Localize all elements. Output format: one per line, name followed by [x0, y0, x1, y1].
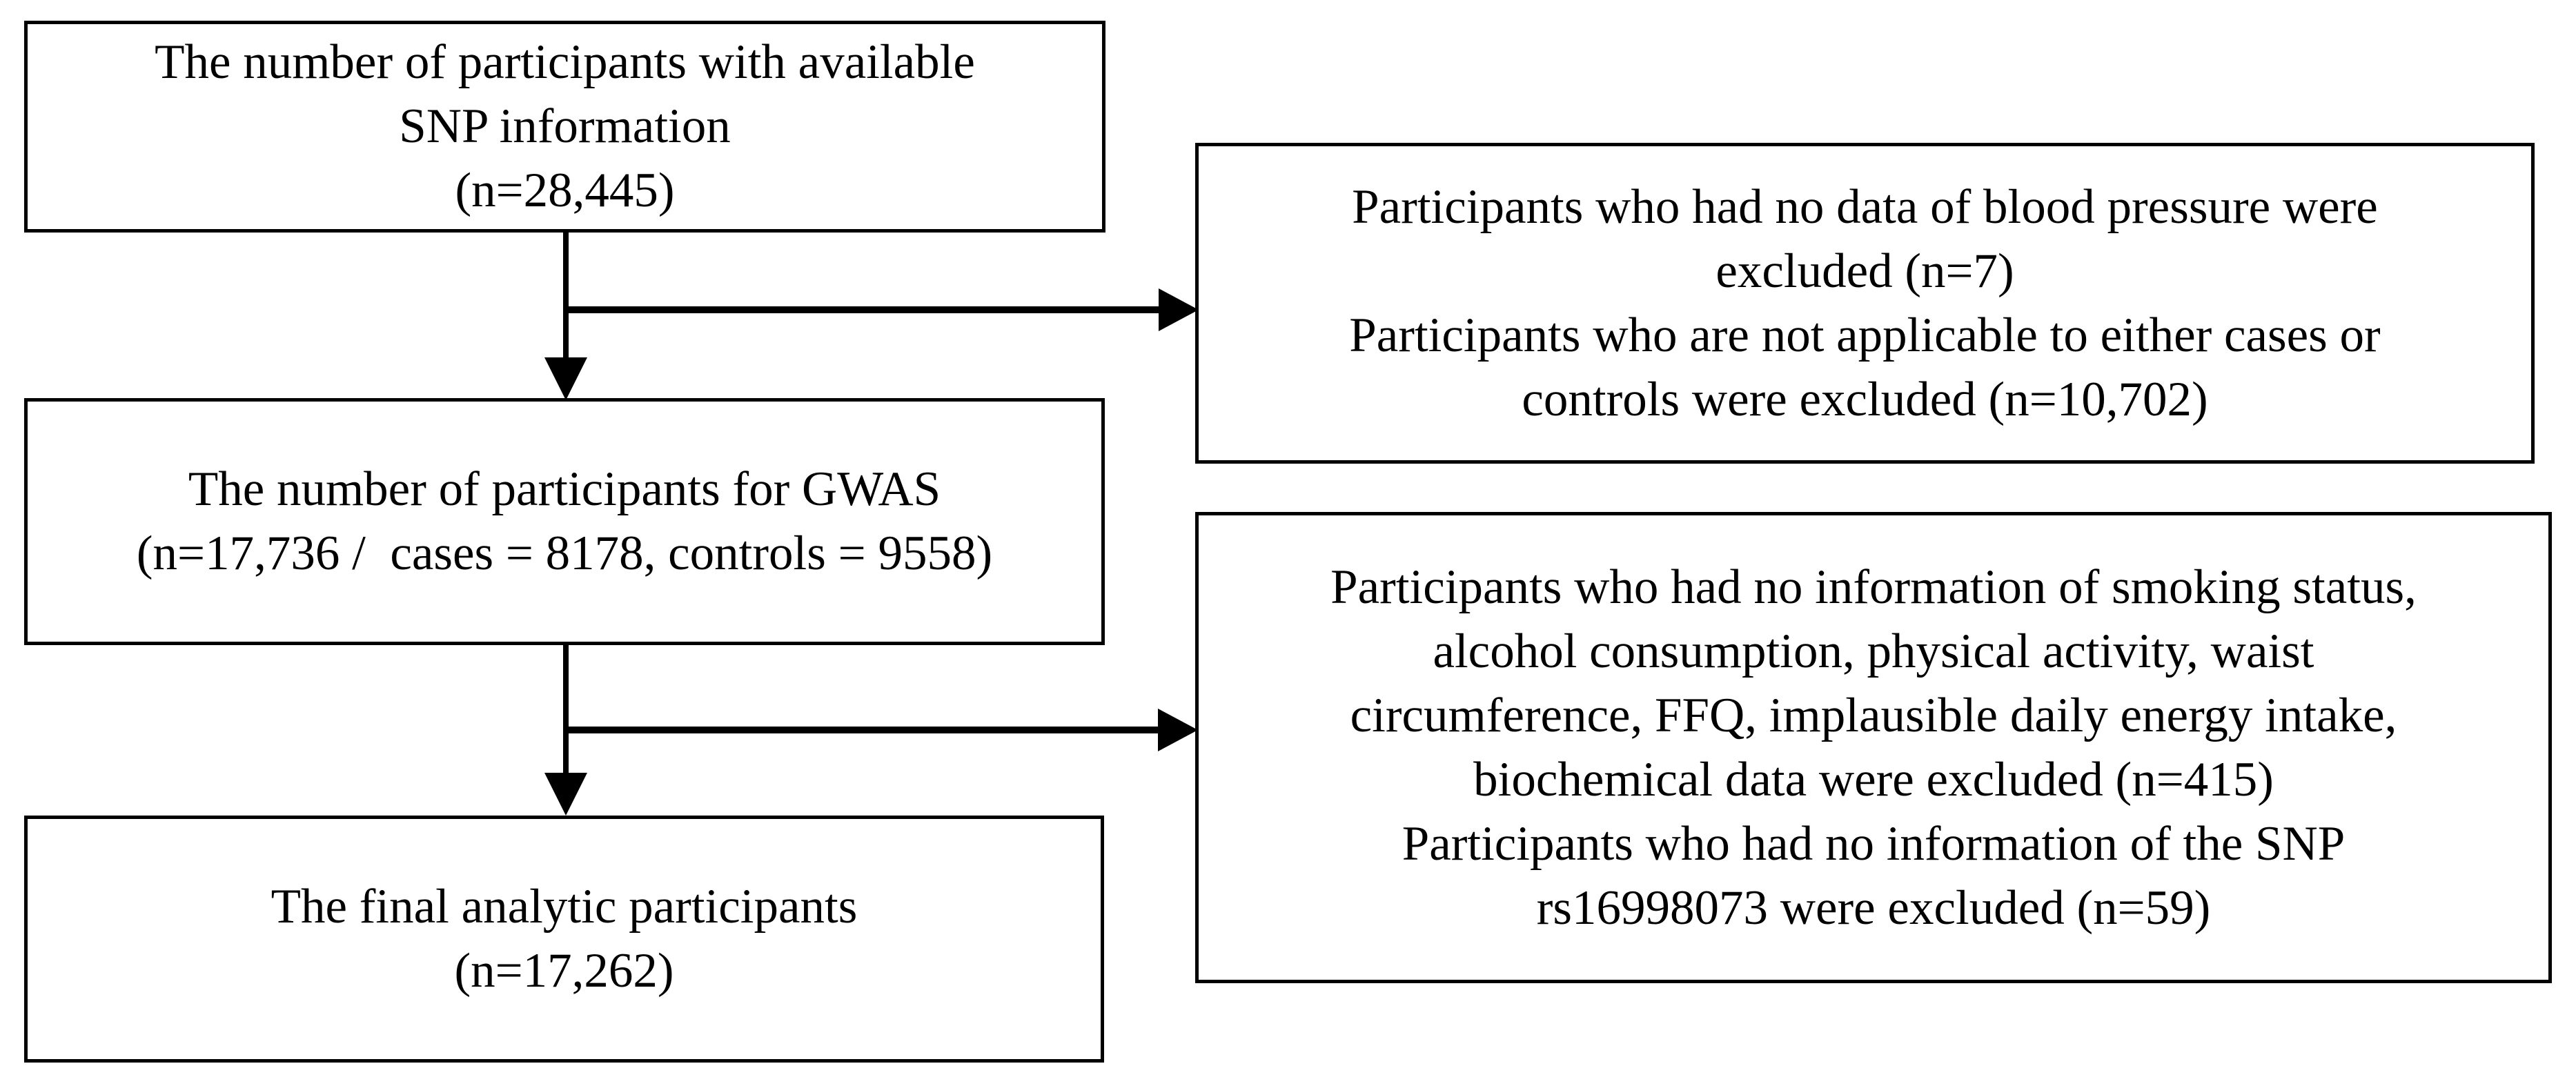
- flow-box-available-snp: The number of participants with availabl…: [24, 21, 1105, 233]
- connector-available-to-gwas-shaft: [563, 231, 569, 361]
- flow-box-final-analytic-text: The final analytic participants (n=17,26…: [271, 880, 858, 998]
- flow-box-gwas-text: The number of participants for GWAS (n=1…: [136, 462, 993, 580]
- flow-box-excluded-blood-pressure-text: Participants who had no data of blood pr…: [1349, 179, 2381, 426]
- connector-branch-to-excluded-2-shaft: [566, 727, 1158, 733]
- flow-box-available-snp-text: The number of participants with availabl…: [155, 35, 975, 217]
- flow-box-excluded-covariates-snp: Participants who had no information of s…: [1195, 512, 2552, 983]
- arrowhead-down-icon: [544, 357, 587, 400]
- flow-box-final-analytic: The final analytic participants (n=17,26…: [24, 816, 1104, 1063]
- arrowhead-down-icon: [544, 773, 587, 816]
- arrowhead-right-icon: [1159, 288, 1199, 331]
- flow-box-gwas: The number of participants for GWAS (n=1…: [24, 398, 1105, 645]
- flow-box-excluded-covariates-snp-text: Participants who had no information of s…: [1330, 560, 2417, 935]
- flow-box-excluded-blood-pressure: Participants who had no data of blood pr…: [1195, 143, 2535, 464]
- connector-gwas-to-final-shaft: [563, 644, 569, 775]
- arrowhead-right-icon: [1158, 709, 1198, 751]
- connector-branch-to-excluded-1-shaft: [566, 306, 1159, 313]
